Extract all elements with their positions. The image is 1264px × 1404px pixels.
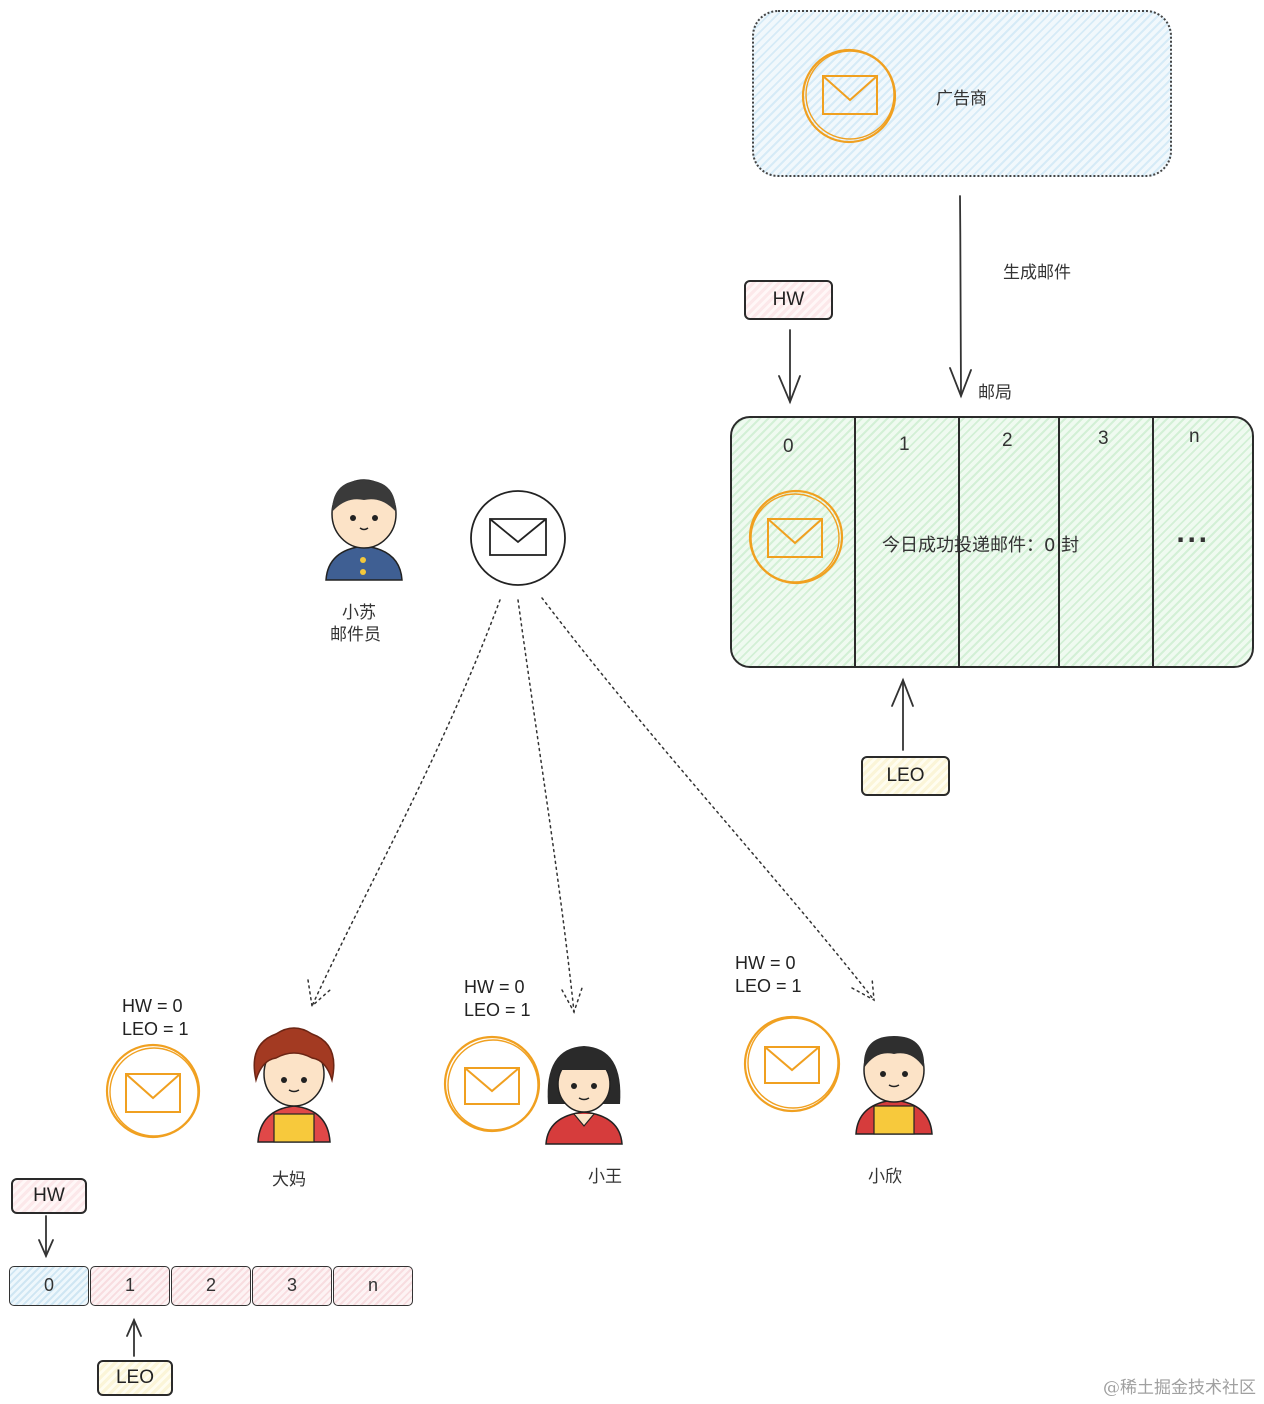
log-cell: n: [333, 1266, 413, 1306]
postman-name: 小苏: [342, 603, 376, 623]
recipient-hw-text: HW = 0: [122, 996, 183, 1016]
generate-mail-label: 生成邮件: [1003, 263, 1071, 283]
slot-index: 2: [1002, 430, 1013, 451]
slot-index: 1: [899, 434, 910, 455]
log-hw-arrow: [38, 1215, 54, 1259]
recipient-hw-text: HW = 0: [464, 977, 525, 997]
recipient-leo-text: LEO = 1: [122, 1019, 189, 1039]
office-leo-arrow: [891, 677, 914, 751]
slot-index: n: [1189, 426, 1200, 447]
post-office-queue: 0 1 2 3 n 今日成功投递邮件：0 封 ···: [730, 416, 1254, 668]
slot-divider: [1152, 418, 1154, 666]
office-hw-arrow: [778, 329, 801, 405]
recipient-hw-text: HW = 0: [735, 953, 796, 973]
advertiser-box: 广告商: [752, 10, 1172, 177]
delivery-status: 今日成功投递邮件：0 封: [882, 535, 1080, 556]
slot-index: 0: [783, 436, 794, 457]
envelope-icon: [743, 1015, 841, 1113]
post-office-label: 邮局: [978, 383, 1012, 403]
log-leo-arrow: [126, 1317, 142, 1357]
log-cell: 3: [252, 1266, 332, 1306]
advertiser-label: 广告商: [936, 89, 987, 109]
xiaoxin-avatar: [855, 1036, 933, 1135]
log-cell: 0: [9, 1266, 89, 1306]
envelope-icon: [105, 1043, 201, 1139]
more-slots-ellipsis: ···: [1176, 526, 1210, 554]
slot-index: 3: [1098, 428, 1109, 449]
slot-divider: [958, 418, 960, 666]
envelope-icon: [443, 1035, 541, 1133]
recipient-leo-text: LEO = 1: [464, 1000, 531, 1020]
office-hw-tag: HW: [744, 280, 833, 320]
envelope-icon: [748, 489, 844, 585]
office-leo-tag: LEO: [861, 756, 950, 796]
xiaowang-avatar: [545, 1046, 623, 1145]
slot-divider: [1058, 418, 1060, 666]
log-cell: 2: [171, 1266, 251, 1306]
recipient-name: 小欣: [868, 1167, 902, 1187]
envelope-icon: [801, 48, 897, 144]
log-hw-tag: HW: [11, 1178, 87, 1214]
watermark: @稀土掘金技术社区: [1103, 1378, 1256, 1398]
log-cell: 1: [90, 1266, 170, 1306]
slot-divider: [854, 418, 856, 666]
recipient-name: 小王: [588, 1167, 622, 1187]
generate-mail-arrow: [949, 195, 972, 399]
postman-avatar: [325, 479, 403, 581]
dispatch-arrows: [307, 597, 875, 1014]
log-leo-tag: LEO: [97, 1360, 173, 1396]
auntie-avatar: [253, 1027, 335, 1143]
recipient-name: 大妈: [272, 1170, 306, 1190]
envelope-icon: [470, 490, 566, 586]
postman-role: 邮件员: [330, 625, 381, 645]
recipient-leo-text: LEO = 1: [735, 976, 802, 996]
